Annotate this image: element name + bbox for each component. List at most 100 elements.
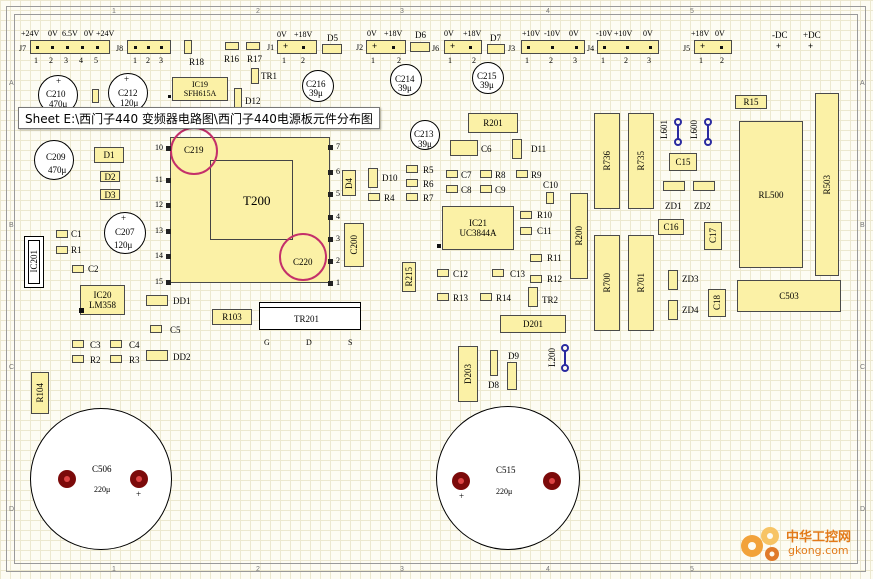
capacitor-c216[interactable] bbox=[302, 70, 334, 102]
capacitor-c11[interactable] bbox=[520, 227, 532, 235]
resistor-r736[interactable]: R736 bbox=[594, 113, 620, 209]
capacitor-c18[interactable]: C18 bbox=[708, 289, 726, 317]
inductor-l200[interactable] bbox=[561, 343, 569, 373]
resistor-r700[interactable]: R700 bbox=[594, 235, 620, 331]
diode-dd2[interactable] bbox=[146, 350, 168, 361]
resistor-r14[interactable] bbox=[480, 293, 492, 301]
resistor-r215[interactable]: R215 bbox=[402, 262, 416, 292]
diode-d9[interactable] bbox=[507, 362, 517, 390]
diode-d4[interactable]: D4 bbox=[342, 170, 356, 196]
capacitor-c4[interactable] bbox=[110, 340, 122, 348]
capacitor-c12[interactable] bbox=[437, 269, 449, 277]
diode-d1[interactable]: D1 bbox=[94, 147, 124, 163]
pwm-controller-ic21[interactable]: IC21 UC3844A bbox=[442, 206, 514, 250]
resistor-r735[interactable]: R735 bbox=[628, 113, 654, 209]
capacitor-c214[interactable] bbox=[390, 64, 422, 96]
resistor-r15[interactable]: R15 bbox=[735, 95, 767, 109]
capacitor-c3[interactable] bbox=[72, 340, 84, 348]
resistor-r4[interactable] bbox=[368, 193, 380, 201]
capacitor-c200[interactable]: C200 bbox=[344, 223, 364, 267]
resistor-r3[interactable] bbox=[110, 355, 122, 363]
resistor-r9[interactable] bbox=[516, 170, 528, 178]
diode-d12[interactable] bbox=[234, 88, 242, 108]
resistor-r16[interactable] bbox=[225, 42, 239, 50]
capacitor-c5[interactable] bbox=[150, 325, 162, 333]
capacitor-c506[interactable] bbox=[30, 408, 172, 550]
optocoupler-ic19[interactable]: IC19 SFH615A bbox=[172, 77, 228, 101]
resistor-r503[interactable]: R503 bbox=[815, 93, 839, 276]
component-small[interactable] bbox=[92, 89, 99, 103]
c209-label: C209 bbox=[46, 152, 66, 162]
resistor-r2[interactable] bbox=[72, 355, 84, 363]
r17-label: R17 bbox=[247, 54, 263, 64]
zener-zd2[interactable] bbox=[693, 181, 715, 191]
j6-connector[interactable] bbox=[444, 40, 482, 54]
capacitor-c10[interactable] bbox=[546, 192, 554, 204]
resistor-r18[interactable] bbox=[184, 40, 192, 54]
zener-zd4[interactable] bbox=[668, 300, 678, 320]
zd3-label: ZD3 bbox=[682, 274, 699, 284]
resistor-r200[interactable]: R200 bbox=[570, 193, 588, 279]
resistor-r701[interactable]: R701 bbox=[628, 235, 654, 331]
zener-zd3[interactable] bbox=[668, 270, 678, 290]
resistor-r104[interactable]: R104 bbox=[31, 372, 49, 414]
diode-dd1[interactable] bbox=[146, 295, 168, 306]
capacitor-c13[interactable] bbox=[492, 269, 504, 277]
resistor-r17[interactable] bbox=[246, 42, 260, 50]
ic-ic201[interactable] bbox=[24, 236, 44, 288]
j7-connector[interactable] bbox=[30, 40, 110, 54]
resistor-r5[interactable] bbox=[406, 165, 418, 173]
capacitor-c212[interactable] bbox=[108, 73, 148, 113]
resistor-r8[interactable] bbox=[480, 170, 492, 178]
capacitor-c7[interactable] bbox=[446, 170, 458, 178]
resistor-r6[interactable] bbox=[406, 179, 418, 187]
j1-ref: J1 bbox=[267, 43, 275, 52]
resistor-r12[interactable] bbox=[530, 275, 542, 283]
capacitor-c2[interactable] bbox=[72, 265, 84, 273]
capacitor-c209[interactable] bbox=[34, 140, 74, 180]
diode-d203[interactable]: D203 bbox=[458, 346, 478, 402]
capacitor-c215[interactable] bbox=[472, 62, 504, 94]
inductor-l600[interactable] bbox=[704, 117, 712, 147]
j2-connector[interactable] bbox=[366, 40, 406, 54]
transistor-tr1[interactable] bbox=[251, 68, 259, 84]
capacitor-c213[interactable] bbox=[410, 120, 440, 150]
resistor-r13[interactable] bbox=[437, 293, 449, 301]
mosfet-tr201[interactable] bbox=[259, 302, 361, 330]
zener-zd1[interactable] bbox=[663, 181, 685, 191]
capacitor-c503[interactable]: C503 bbox=[737, 280, 841, 312]
resistor-r11[interactable] bbox=[530, 254, 542, 262]
capacitor-c16[interactable]: C16 bbox=[658, 219, 684, 235]
diode-d8[interactable] bbox=[490, 350, 498, 376]
diode-d10[interactable] bbox=[368, 168, 378, 188]
diode-d7[interactable] bbox=[487, 44, 505, 54]
j1-connector[interactable] bbox=[277, 40, 317, 54]
diode-d3[interactable]: D3 bbox=[100, 189, 120, 200]
transistor-tr2[interactable] bbox=[528, 287, 538, 307]
resistor-r10[interactable] bbox=[520, 211, 532, 219]
resistor-r1[interactable] bbox=[56, 246, 68, 254]
diode-d5[interactable] bbox=[322, 44, 342, 54]
resistor-r7[interactable] bbox=[406, 193, 418, 201]
opamp-ic20[interactable]: IC20 LM358 bbox=[80, 285, 125, 315]
c209-value: 470μ bbox=[48, 165, 67, 175]
capacitor-c8[interactable] bbox=[446, 185, 458, 193]
diode-d2[interactable]: D2 bbox=[100, 171, 120, 182]
diode-d6[interactable] bbox=[410, 42, 430, 52]
capacitor-c207[interactable] bbox=[104, 212, 146, 254]
neg-dc-terminal[interactable]: + bbox=[776, 41, 782, 51]
capacitor-c6[interactable] bbox=[450, 140, 478, 156]
pos-dc-terminal[interactable]: + bbox=[808, 41, 814, 51]
relay-rl500[interactable]: RL500 bbox=[739, 121, 803, 268]
resistor-r103[interactable]: R103 bbox=[212, 309, 252, 325]
inductor-l601[interactable] bbox=[674, 117, 682, 147]
d1-label: D1 bbox=[103, 150, 115, 160]
capacitor-c17[interactable]: C17 bbox=[704, 222, 722, 250]
diode-d201[interactable]: D201 bbox=[500, 315, 566, 333]
capacitor-c9[interactable] bbox=[480, 185, 492, 193]
capacitor-c1[interactable] bbox=[56, 230, 68, 238]
resistor-r201[interactable]: R201 bbox=[468, 113, 518, 133]
diode-d11[interactable] bbox=[512, 139, 522, 159]
j5-connector[interactable] bbox=[694, 40, 732, 54]
capacitor-c15[interactable]: C15 bbox=[669, 153, 697, 171]
